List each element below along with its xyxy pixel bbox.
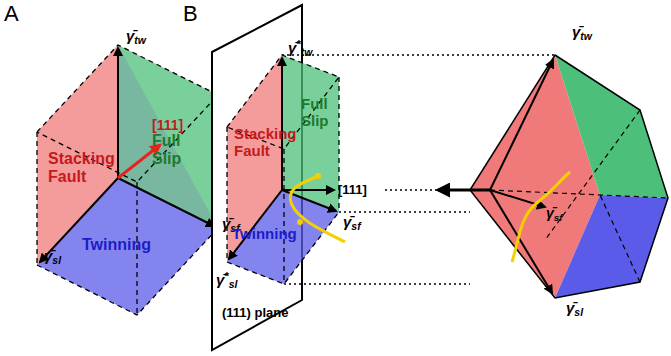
plane-label: (111) plane xyxy=(222,306,288,320)
panel-letter: A xyxy=(4,2,19,26)
panel-letter: B xyxy=(183,2,198,26)
subscript: tw xyxy=(580,30,592,42)
cube-edges xyxy=(37,45,218,315)
hexagon-outline xyxy=(470,55,668,298)
region-label: Twinning xyxy=(82,236,151,254)
path-curve xyxy=(512,172,570,262)
path-curve xyxy=(290,176,345,242)
axis-label: γ̄sf xyxy=(343,214,361,233)
axis-label: γ̄*sl xyxy=(216,270,238,291)
cube-edges xyxy=(227,55,339,284)
full-slip-face xyxy=(555,55,668,198)
subscript: sl xyxy=(229,278,238,290)
region-label: Stacking Fault xyxy=(48,150,118,185)
shading xyxy=(118,45,218,228)
subscript: tw xyxy=(301,46,313,58)
superscript: * xyxy=(224,270,228,282)
direction-label: [111] xyxy=(338,183,367,197)
subscript: sf xyxy=(351,220,360,232)
direction-label: [111] xyxy=(152,118,183,133)
axis-label: γ̄*tw xyxy=(288,38,312,59)
axis-label: γ̄sl xyxy=(566,300,583,319)
axis-label: γ̄sf xyxy=(546,206,563,224)
subscript: sl xyxy=(574,306,583,318)
subscript: tw xyxy=(134,34,146,46)
region-label: Twinning xyxy=(232,226,297,243)
direction-arrow xyxy=(438,189,490,192)
axes xyxy=(40,48,214,262)
subscript: sf xyxy=(554,212,563,223)
region-label: Stacking Fault xyxy=(234,126,296,159)
region-label: Full Slip xyxy=(152,132,204,167)
axis-label: γ̄tw xyxy=(572,24,592,43)
twinning-face xyxy=(227,190,339,284)
axis-label: γ̄tw xyxy=(126,28,146,47)
axis-label: γ̄sl xyxy=(44,248,61,267)
path-dot xyxy=(297,219,303,225)
path-dot xyxy=(315,173,321,179)
axes xyxy=(490,60,553,293)
region-label: Full Slip xyxy=(301,96,341,129)
superscript: * xyxy=(296,38,300,50)
subscript: sl xyxy=(52,254,61,266)
